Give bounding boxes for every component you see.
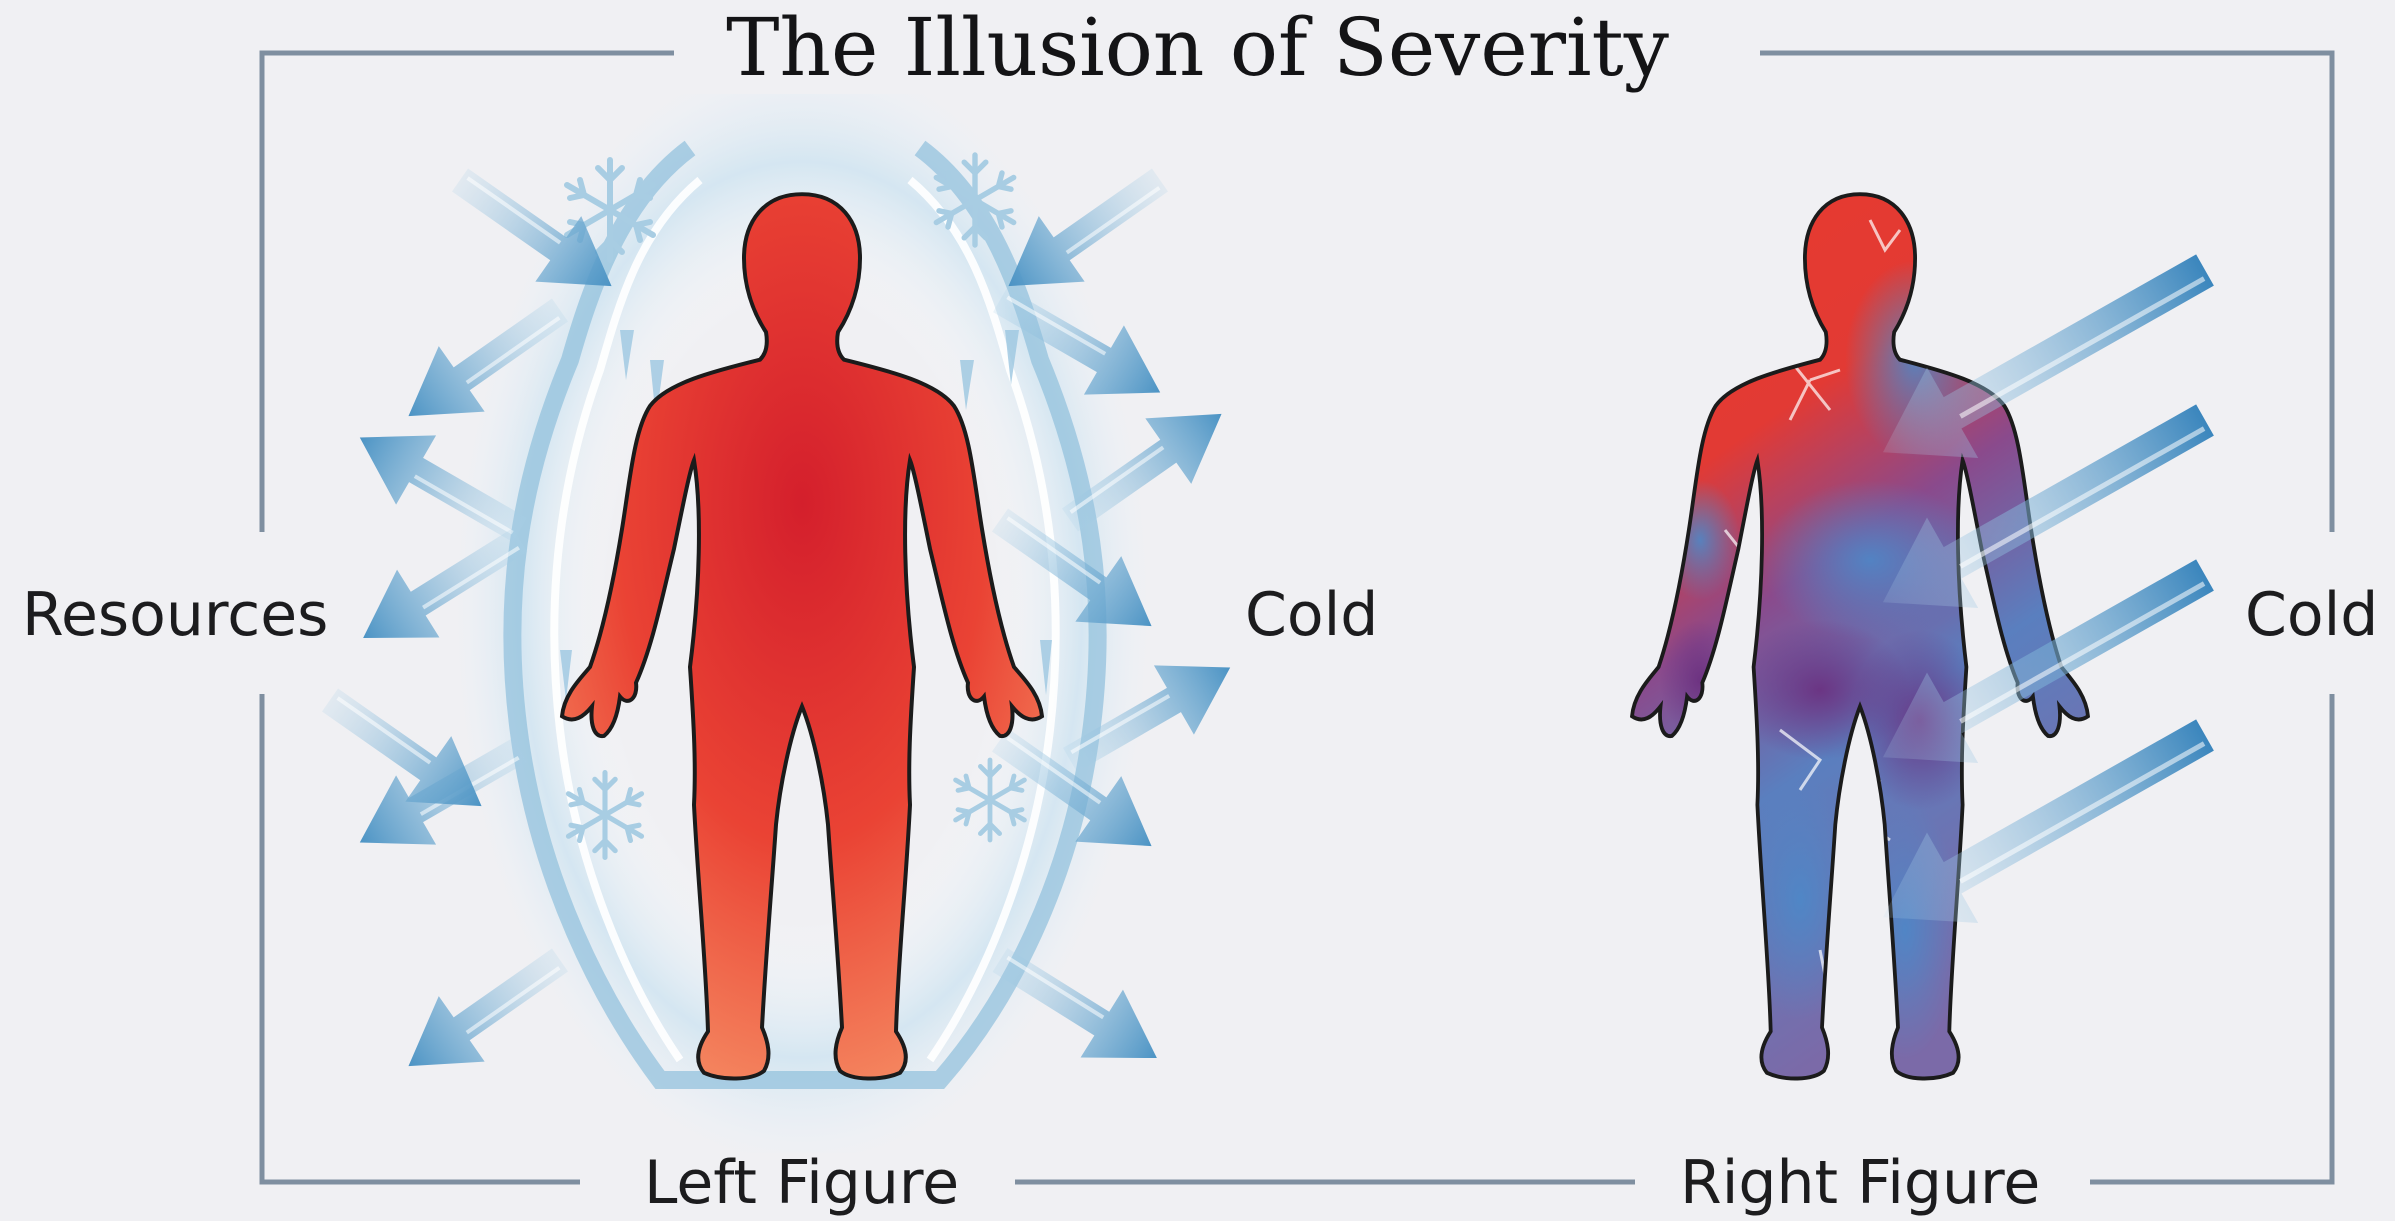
- label-left-figure: Left Figure: [636, 1153, 967, 1213]
- label-right-figure: Right Figure: [1672, 1153, 2048, 1213]
- label-cold-right: Cold: [2245, 585, 2378, 645]
- label-cold-left: Cold: [1245, 585, 1378, 645]
- label-resources: Resources: [22, 585, 328, 645]
- right-figure-group: [1632, 194, 2231, 1078]
- left-figure-group: [307, 50, 1250, 1170]
- resource-arrow: [386, 927, 583, 1099]
